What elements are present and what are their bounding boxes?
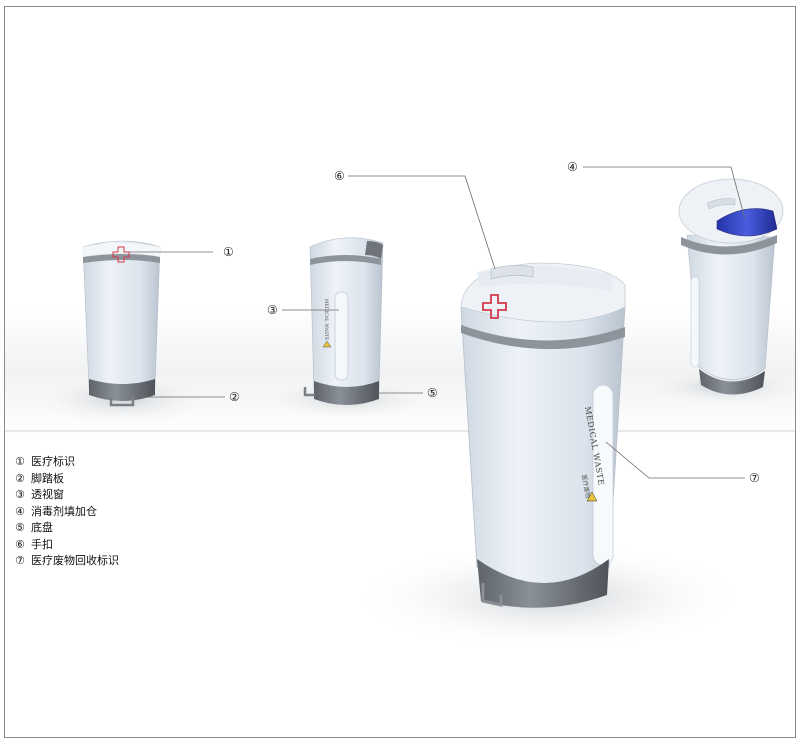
medical-cross-icon	[112, 246, 130, 263]
callout-3: ③	[267, 303, 278, 317]
legend-item: ② 脚踏板	[15, 471, 119, 488]
legend-item-label: 医疗废物回收标识	[31, 554, 119, 567]
legend-item: ⑦ 医疗废物回收标识	[15, 553, 119, 570]
legend-item-label: 脚踏板	[31, 471, 64, 485]
legend-item-number: ②	[15, 471, 25, 485]
callout-7: ⑦	[749, 471, 760, 485]
bin-hero-view: MEDICAL WASTE 医疗废物	[350, 262, 750, 652]
legend-item-number: ③	[15, 488, 25, 501]
product-illustration: MEDICAL WASTE MEDICAL WASTE 医疗废物	[5, 160, 795, 652]
legend-item: ⑥ 手扣	[15, 537, 119, 554]
foot-pedal	[481, 583, 503, 607]
legend-item-label: 消毒剂填加仓	[31, 504, 97, 518]
legend-item: ④ 消毒剂填加仓	[15, 504, 119, 521]
legend-item: ① 医疗标识	[15, 454, 119, 471]
legend-item-label: 透视窗	[31, 488, 64, 501]
bin-front-view	[23, 240, 223, 427]
legend-item-label: 医疗标识	[31, 455, 75, 468]
hazard-icon	[322, 340, 332, 348]
side-window	[334, 291, 349, 381]
legend-item-number: ⑤	[15, 521, 25, 534]
legend-item: ⑤ 底盘	[15, 520, 119, 537]
legend-item-label: 底盘	[31, 521, 53, 534]
disinfectant-chamber	[716, 208, 778, 237]
legend-item-number: ⑦	[15, 554, 25, 567]
callout-5: ⑤	[427, 386, 438, 400]
leader-lines	[129, 166, 746, 479]
bin-top-view	[635, 178, 795, 409]
figure-frame: MEDICAL WASTE MEDICAL WASTE 医疗废物	[4, 6, 796, 738]
hazard-icon	[586, 491, 598, 502]
bin-side-waste-label: MEDICAL WASTE	[323, 299, 329, 340]
legend-item-number: ④	[15, 504, 25, 518]
hand-grip	[490, 265, 534, 280]
callout-6: ⑥	[334, 169, 345, 183]
legend-item-label: 手扣	[31, 537, 53, 551]
callout-2: ②	[229, 390, 240, 404]
medical-cross-icon	[482, 294, 507, 319]
callout-4: ④	[567, 160, 578, 174]
legend-item-number: ⑥	[15, 537, 25, 551]
legend-item-number: ①	[15, 455, 25, 468]
bin-side-view: MEDICAL WASTE	[252, 237, 442, 421]
callout-1: ①	[223, 245, 234, 259]
legend-item: ③ 透视窗	[15, 487, 119, 504]
legend: ① 医疗标识 ② 脚踏板 ③ 透视窗 ④ 消毒剂填加仓 ⑤ 底盘 ⑥ 手扣 ⑦ 医疗废物回收标识	[15, 454, 119, 570]
